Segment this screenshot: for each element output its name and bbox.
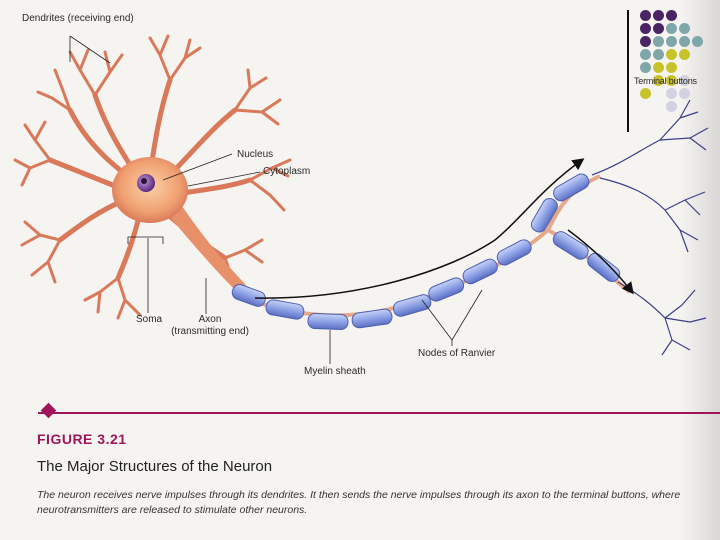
decorative-dot [640,49,651,60]
decorative-dot [666,62,677,73]
decorative-dot [666,36,677,47]
label-soma: Soma [136,314,163,325]
label-cytoplasm: Cytoplasm [263,166,311,177]
label-myelin-sheath: Myelin sheath [304,366,366,377]
dendrites [13,34,292,320]
decorative-dot [679,36,690,47]
decorative-dot [653,62,664,73]
label-axon: Axon (transmitting end) [170,314,250,338]
decorative-dot [640,10,651,21]
figure-number: FIGURE 3.21 [37,431,127,447]
terminal-label-line [627,10,629,132]
label-terminal-buttons: Terminal buttons [634,76,697,86]
decorative-dot [640,36,651,47]
neuron-diagram [13,34,709,364]
divider-diamond [40,402,57,419]
label-nodes-of-ranvier: Nodes of Ranvier [418,348,496,359]
impulse-arrow-upper [254,158,585,299]
decorative-dot [653,10,664,21]
decorative-dot [640,23,651,34]
label-axon-line2: (transmitting end) [171,326,249,337]
decorative-dot [692,36,703,47]
figure-divider-line [38,412,720,414]
decorative-dot [653,49,664,60]
decorative-dot [666,49,677,60]
decorative-dot [679,23,690,34]
label-dendrites: Dendrites (receiving end) [22,13,134,24]
decorative-dot [666,101,677,112]
figure-caption: The neuron receives nerve impulses throu… [37,489,681,516]
decorative-dot [679,88,690,99]
figure-title: The Major Structures of the Neuron [37,458,273,475]
decorative-dot [666,88,677,99]
decorative-dot [653,75,664,86]
impulse-arrow-lower [567,229,634,295]
decorative-dot [653,36,664,47]
myelin-segments [231,173,621,330]
decorative-dot [679,75,690,86]
decorative-dot [640,62,651,73]
nucleolus [141,178,147,184]
decorative-dot [653,23,664,34]
label-nucleus: Nucleus [237,149,274,160]
leader-lines [69,35,483,364]
label-axon-line1: Axon [198,314,222,325]
decorative-dot-grid [640,10,720,115]
terminal-branches [591,99,709,356]
decorative-dot [666,75,677,86]
axon-core [239,174,601,318]
decorative-dot [666,23,677,34]
decorative-dot [679,49,690,60]
decorative-dot [640,88,651,99]
axon-hillock [160,200,246,293]
decorative-dot [666,10,677,21]
